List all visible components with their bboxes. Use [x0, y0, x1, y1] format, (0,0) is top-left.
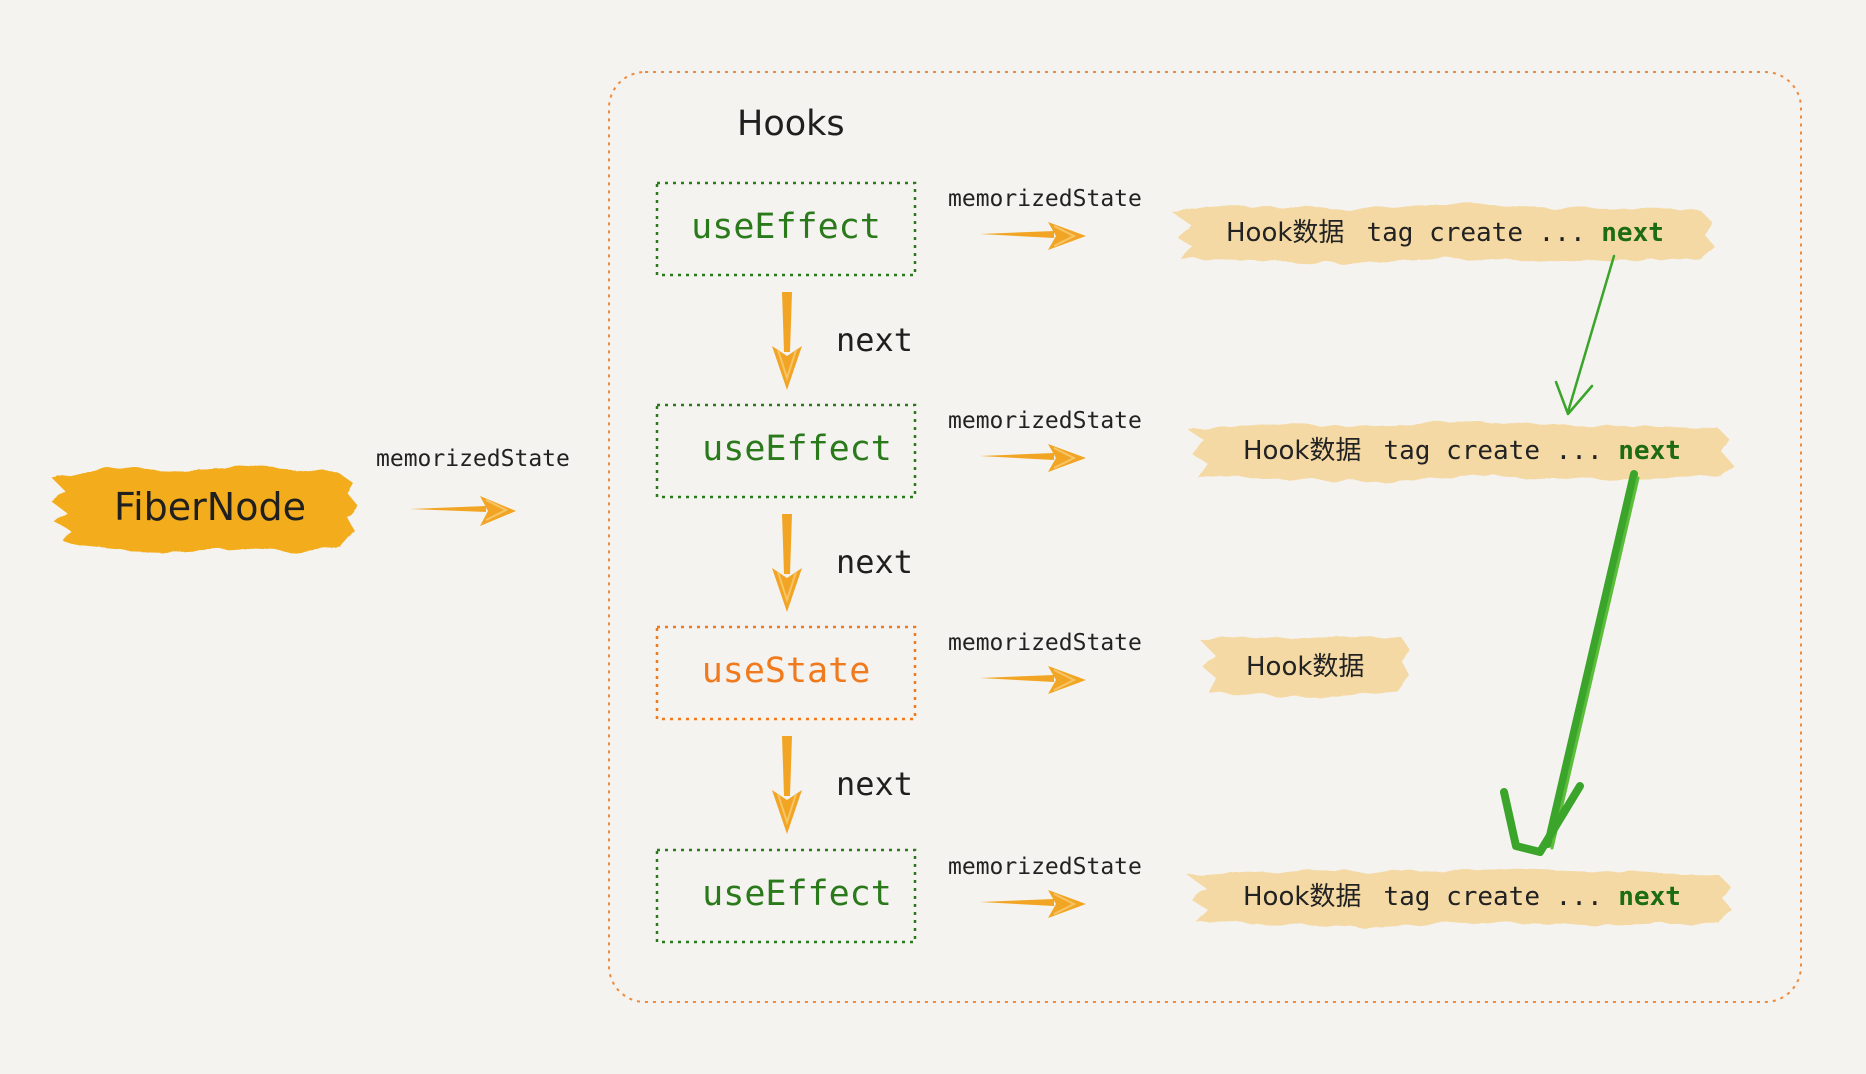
next-arrow-1 — [772, 292, 802, 390]
hook-data-name: Hook数据 — [1243, 882, 1362, 912]
fiber-node-label: FiberNode — [114, 485, 306, 529]
next-label-1: next — [836, 321, 914, 359]
hook-data-name: Hook数据 — [1246, 652, 1365, 682]
hook-data-create: create — [1429, 218, 1523, 248]
hook-data-next: next — [1601, 218, 1664, 248]
state-arrow-1 — [980, 222, 1086, 250]
hook-data-ellipsis: ... — [1555, 882, 1603, 912]
hook-data-tag: tag — [1383, 436, 1431, 466]
hook-data-brush-1 — [1172, 204, 1714, 264]
hook-data-next: next — [1618, 882, 1681, 912]
fiber-node-brush — [50, 466, 356, 552]
hook-data-text-2: Hook数据 tag create ... next — [1243, 438, 1681, 464]
hook-label-3: useState — [701, 651, 871, 691]
hook-label-1: useEffect — [691, 207, 881, 247]
hook-data-text-3: Hook数据 — [1246, 654, 1364, 680]
hooks-title: Hooks — [737, 104, 845, 144]
hook-data-brush-2 — [1188, 422, 1732, 482]
memorized-state-label-4: memorizedState — [948, 854, 1142, 880]
green-next-arrow-2 — [1500, 470, 1640, 856]
fiber-memorized-state-label: memorizedState — [376, 446, 570, 472]
hook-data-next: next — [1618, 436, 1681, 466]
green-next-arrow-1 — [1554, 254, 1616, 416]
next-label-2: next — [836, 543, 914, 581]
hook-label-4: useEffect — [702, 874, 892, 914]
memorized-state-label-3: memorizedState — [948, 630, 1142, 656]
hook-data-create: create — [1446, 882, 1540, 912]
hook-data-text-1: Hook数据 tag create ... next — [1226, 220, 1664, 246]
next-arrow-3 — [772, 736, 802, 834]
hook-data-tag: tag — [1366, 218, 1414, 248]
memorized-state-label-2: memorizedState — [948, 408, 1142, 434]
hook-data-name: Hook数据 — [1243, 436, 1362, 466]
hooks-container — [608, 71, 1802, 1003]
hook-data-brush-4 — [1188, 868, 1732, 928]
hook-data-create: create — [1446, 436, 1540, 466]
hook-box-2 — [655, 403, 917, 499]
memorized-state-label-1: memorizedState — [948, 186, 1142, 212]
state-arrow-2 — [980, 444, 1086, 472]
state-arrow-4 — [980, 890, 1086, 918]
hook-data-ellipsis: ... — [1555, 436, 1603, 466]
hook-data-tag: tag — [1383, 882, 1431, 912]
hook-data-name: Hook数据 — [1226, 218, 1345, 248]
hook-box-1 — [655, 181, 917, 277]
hook-box-3 — [655, 625, 917, 721]
fiber-to-hooks-arrow — [410, 496, 516, 526]
hook-data-text-4: Hook数据 tag create ... next — [1243, 884, 1681, 910]
hook-label-2: useEffect — [702, 429, 892, 469]
next-arrow-2 — [772, 514, 802, 612]
hook-data-ellipsis: ... — [1538, 218, 1586, 248]
state-arrow-3 — [980, 666, 1086, 694]
hook-box-4 — [655, 848, 917, 944]
hook-data-brush-3 — [1200, 636, 1410, 698]
next-label-3: next — [836, 765, 914, 803]
